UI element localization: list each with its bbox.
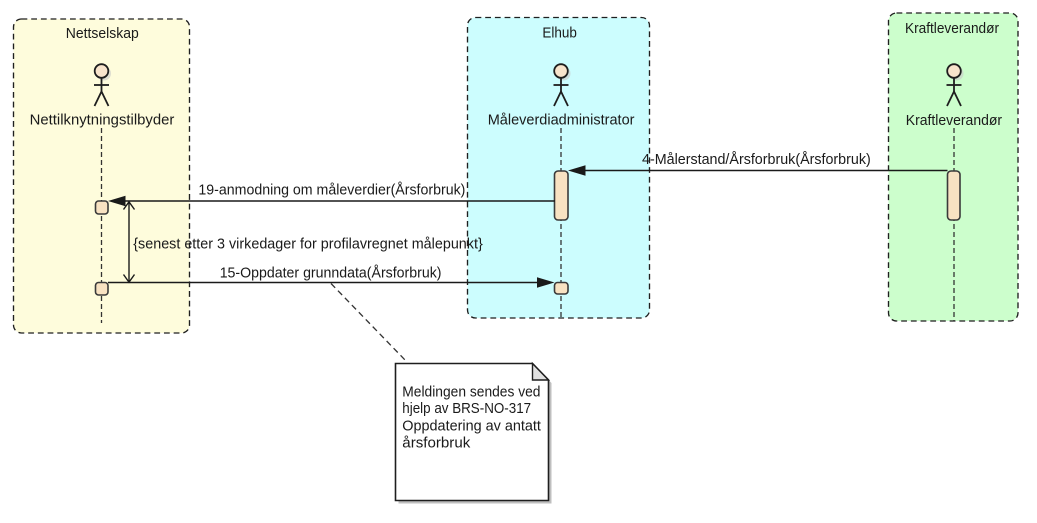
svg-text:Meldingen sendes ved: Meldingen sendes ved [402, 384, 540, 401]
svg-text:Måleverdiadministrator: Måleverdiadministrator [488, 112, 635, 129]
svg-text:Elhub: Elhub [542, 24, 577, 41]
svg-text:årsforbruk: årsforbruk [402, 435, 470, 452]
svg-text:{senest etter 3 virkedager for: {senest etter 3 virkedager for profilavr… [133, 235, 483, 252]
svg-text:19-anmodning om måleverdier(År: 19-anmodning om måleverdier(Årsforbruk) [198, 182, 465, 199]
svg-text:Kraftleverandør: Kraftleverandør [905, 20, 999, 37]
svg-text:Nettilknytningstilbyder: Nettilknytningstilbyder [30, 112, 175, 129]
svg-text:Nettselskap: Nettselskap [66, 25, 139, 42]
svg-text:Oppdatering av antatt: Oppdatering av antatt [402, 418, 541, 435]
svg-text:4-Målerstand/Årsforbruk(Årsfor: 4-Målerstand/Årsforbruk(Årsforbruk) [642, 151, 871, 168]
svg-text:Kraftleverandør: Kraftleverandør [906, 112, 1002, 129]
svg-text:15-Oppdater grunndata(Årsforbr: 15-Oppdater grunndata(Årsforbruk) [220, 265, 442, 282]
svg-text:hjelp av BRS-NO-317: hjelp av BRS-NO-317 [402, 400, 531, 417]
